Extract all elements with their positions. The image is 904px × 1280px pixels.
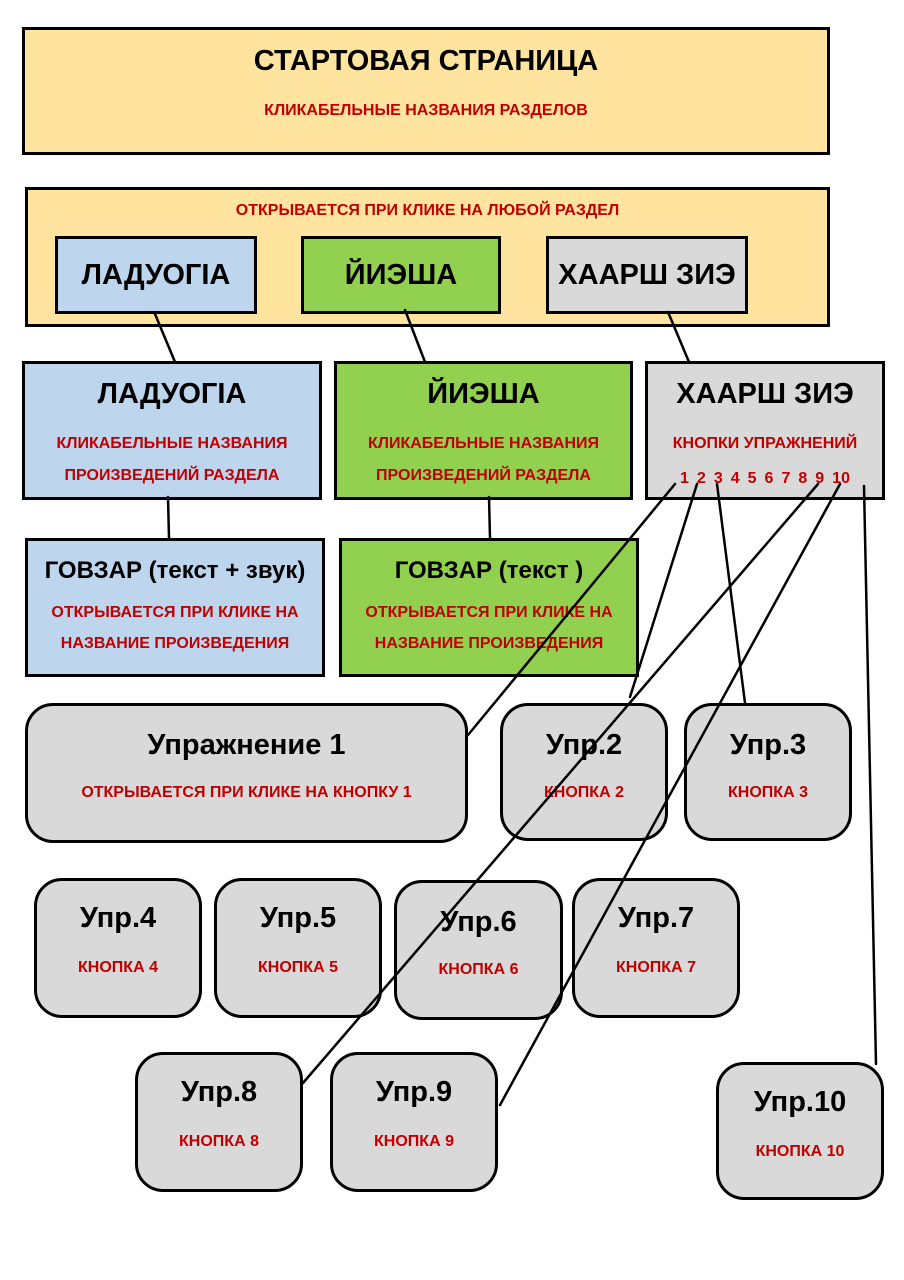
exercise-7-sub: КНОПКА 7 — [616, 959, 696, 976]
exercise-5[interactable]: Упр.5 КНОПКА 5 — [214, 878, 382, 1018]
work-text-audio: ГОВЗАР (текст + звук) ОТКРЫВАЕТСЯ ПРИ КЛ… — [25, 538, 325, 677]
exercise-button-10[interactable]: 10 — [832, 470, 850, 487]
connector-yiesha-work — [487, 495, 492, 540]
exercise-1-sub: ОТКРЫВАЕТСЯ ПРИ КЛИКЕ НА КНОПКУ 1 — [81, 784, 412, 801]
exercise-5-sub: КНОПКА 5 — [258, 959, 338, 976]
tab-haarsh-zie-label: ХААРШ ЗИЭ — [558, 258, 736, 291]
connector-btn2 — [628, 482, 699, 699]
section-laduogia-line1: КЛИКАБЕЛЬНЫЕ НАЗВАНИЯ — [56, 435, 288, 452]
work-text-audio-line2: НАЗВАНИЕ ПРОИЗВЕДЕНИЯ — [60, 635, 290, 652]
section-bar-caption: ОТКРЫВАЕТСЯ ПРИ КЛИКЕ НА ЛЮБОЙ РАЗДЕЛ — [235, 202, 620, 219]
tab-yiesha-label: ЙИЭША — [344, 258, 458, 291]
work-text-line1: ОТКРЫВАЕТСЯ ПРИ КЛИКЕ НА — [365, 604, 613, 621]
section-laduogia: ЛАДУОГІА КЛИКАБЕЛЬНЫЕ НАЗВАНИЯ ПРОИЗВЕДЕ… — [22, 361, 322, 500]
exercise-button-3[interactable]: 3 — [713, 470, 723, 487]
exercise-9-sub: КНОПКА 9 — [374, 1133, 454, 1150]
connector-laduogia-work — [166, 495, 171, 540]
exercise-10-title: Упр.10 — [753, 1086, 847, 1118]
exercise-button-1[interactable]: 1 — [680, 470, 689, 487]
tab-laduogia-label: ЛАДУОГІА — [81, 258, 231, 291]
work-text-audio-line1: ОТКРЫВАЕТСЯ ПРИ КЛИКЕ НА — [51, 604, 299, 621]
work-text-title: ГОВЗАР (текст ) — [394, 557, 584, 584]
exercise-2[interactable]: Упр.2 КНОПКА 2 — [500, 703, 668, 841]
exercise-4[interactable]: Упр.4 КНОПКА 4 — [34, 878, 202, 1018]
section-yiesha: ЙИЭША КЛИКАБЕЛЬНЫЕ НАЗВАНИЯ ПРОИЗВЕДЕНИЙ… — [334, 361, 633, 500]
tab-haarsh-zie[interactable]: ХААРШ ЗИЭ — [546, 236, 748, 314]
exercise-7-title: Упр.7 — [617, 902, 695, 934]
exercise-4-sub: КНОПКА 4 — [78, 959, 158, 976]
exercise-4-title: Упр.4 — [79, 902, 157, 934]
start-page-title: СТАРТОВАЯ СТРАНИЦА — [253, 45, 599, 77]
exercise-1[interactable]: Упражнение 1 ОТКРЫВАЕТСЯ ПРИ КЛИКЕ НА КН… — [25, 703, 468, 843]
exercise-button-6[interactable]: 6 — [764, 470, 774, 487]
exercise-8-sub: КНОПКА 8 — [179, 1133, 259, 1150]
exercise-7[interactable]: Упр.7 КНОПКА 7 — [572, 878, 740, 1018]
exercise-5-title: Упр.5 — [259, 902, 337, 934]
exercise-buttons-row: 1 2 3 4 5 6 7 8 9 10 — [648, 470, 882, 488]
section-yiesha-title: ЙИЭША — [427, 378, 540, 410]
exercise-6[interactable]: Упр.6 КНОПКА 6 — [394, 880, 563, 1020]
tab-yiesha[interactable]: ЙИЭША — [301, 236, 501, 314]
section-yiesha-line2: ПРОИЗВЕДЕНИЙ РАЗДЕЛА — [376, 467, 591, 484]
connector-btn3 — [715, 482, 747, 705]
exercise-9-title: Упр.9 — [375, 1076, 453, 1108]
exercise-8[interactable]: Упр.8 КНОПКА 8 — [135, 1052, 303, 1192]
section-haarsh-zie-line1: КНОПКИ УПРАЖНЕНИЙ — [672, 435, 858, 452]
exercise-button-8[interactable]: 8 — [798, 470, 808, 487]
exercise-button-5[interactable]: 5 — [747, 470, 757, 487]
tab-laduogia[interactable]: ЛАДУОГІА — [55, 236, 257, 314]
exercise-10-sub: КНОПКА 10 — [755, 1143, 845, 1160]
section-haarsh-zie-title: ХААРШ ЗИЭ — [676, 378, 854, 410]
exercise-6-title: Упр.6 — [440, 906, 517, 938]
exercise-6-sub: КНОПКА 6 — [438, 961, 519, 978]
start-page-subtitle: КЛИКАБЕЛЬНЫЕ НАЗВАНИЯ РАЗДЕЛОВ — [264, 102, 588, 119]
exercise-2-sub: КНОПКА 2 — [544, 784, 624, 801]
exercise-9[interactable]: Упр.9 КНОПКА 9 — [330, 1052, 498, 1192]
exercise-button-2[interactable]: 2 — [696, 470, 706, 487]
connector-btn10 — [862, 484, 878, 1066]
section-laduogia-line2: ПРОИЗВЕДЕНИЙ РАЗДЕЛА — [64, 467, 280, 484]
exercise-button-4[interactable]: 4 — [730, 470, 740, 487]
section-haarsh-zie: ХААРШ ЗИЭ КНОПКИ УПРАЖНЕНИЙ 1 2 3 4 5 6 … — [645, 361, 885, 500]
exercise-1-title: Упражнение 1 — [147, 729, 346, 761]
work-text-audio-title: ГОВЗАР (текст + звук) — [44, 557, 306, 584]
exercise-3-title: Упр.3 — [729, 729, 807, 761]
section-yiesha-line1: КЛИКАБЕЛЬНЫЕ НАЗВАНИЯ — [367, 435, 600, 452]
start-page-box: СТАРТОВАЯ СТРАНИЦА КЛИКАБЕЛЬНЫЕ НАЗВАНИЯ… — [22, 27, 830, 155]
exercise-button-7[interactable]: 7 — [781, 470, 791, 487]
exercise-button-9[interactable]: 9 — [815, 470, 825, 487]
section-laduogia-title: ЛАДУОГІА — [97, 378, 247, 410]
exercise-3-sub: КНОПКА 3 — [728, 784, 808, 801]
work-text-line2: НАЗВАНИЕ ПРОИЗВЕДЕНИЯ — [374, 635, 604, 652]
exercise-3[interactable]: Упр.3 КНОПКА 3 — [684, 703, 852, 841]
exercise-2-title: Упр.2 — [545, 729, 623, 761]
exercise-10[interactable]: Упр.10 КНОПКА 10 — [716, 1062, 884, 1200]
work-text: ГОВЗАР (текст ) ОТКРЫВАЕТСЯ ПРИ КЛИКЕ НА… — [339, 538, 639, 677]
exercise-8-title: Упр.8 — [180, 1076, 258, 1108]
